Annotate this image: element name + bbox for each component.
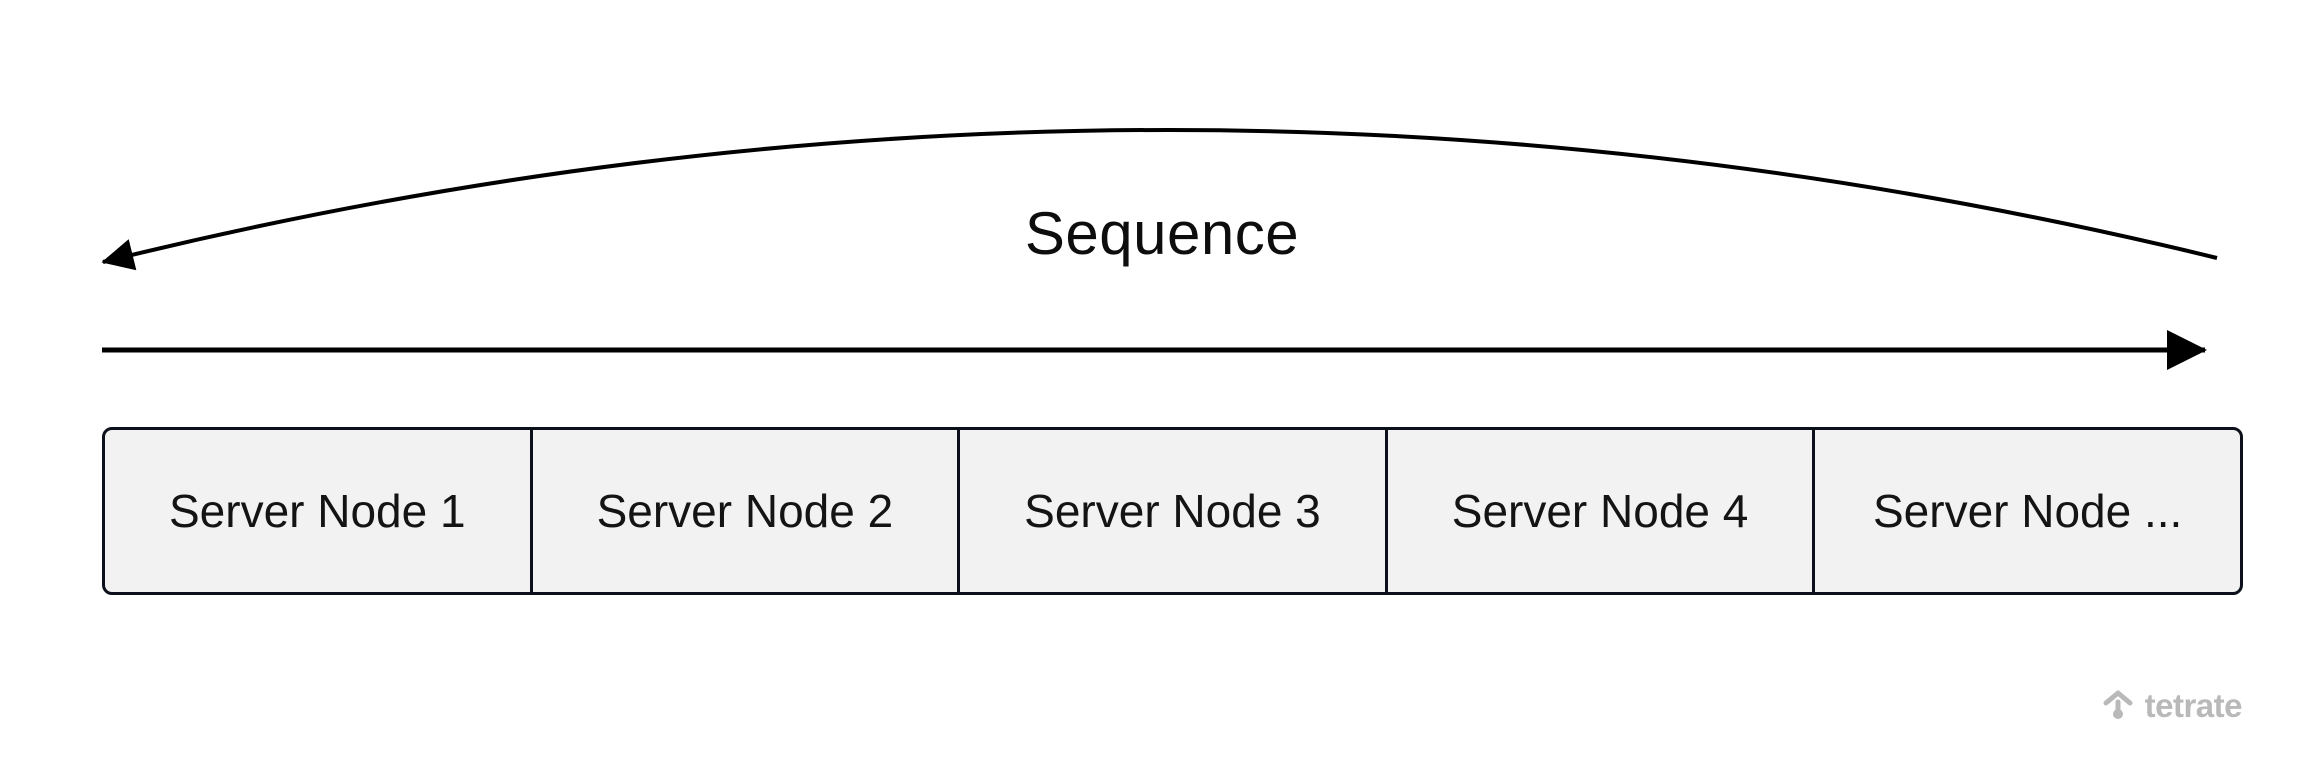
server-node-more: Server Node ... [1812,430,2240,592]
server-node-2: Server Node 2 [529,430,958,592]
server-node-label: Server Node 3 [1024,485,1321,537]
sequence-label: Sequence [1024,200,1300,267]
server-nodes-row: Server Node 1 Server Node 2 Server Node … [102,427,2243,595]
curved-arrow-left-icon [101,128,2218,271]
tetrate-logo-text: tetrate [2144,686,2243,724]
server-node-label: Server Node 1 [168,485,466,537]
server-node-label: Server Node 4 [1451,485,1749,537]
server-node-label: Server Node 2 [596,485,894,537]
server-node-label: Server Node ... [1872,485,2183,537]
server-node-1: Server Node 1 [105,430,530,592]
server-node-4: Server Node 4 [1384,430,1813,592]
tetrate-mark-icon [2103,690,2133,719]
tetrate-logo: tetrate [2100,686,2243,724]
server-node-3: Server Node 3 [957,430,1385,592]
